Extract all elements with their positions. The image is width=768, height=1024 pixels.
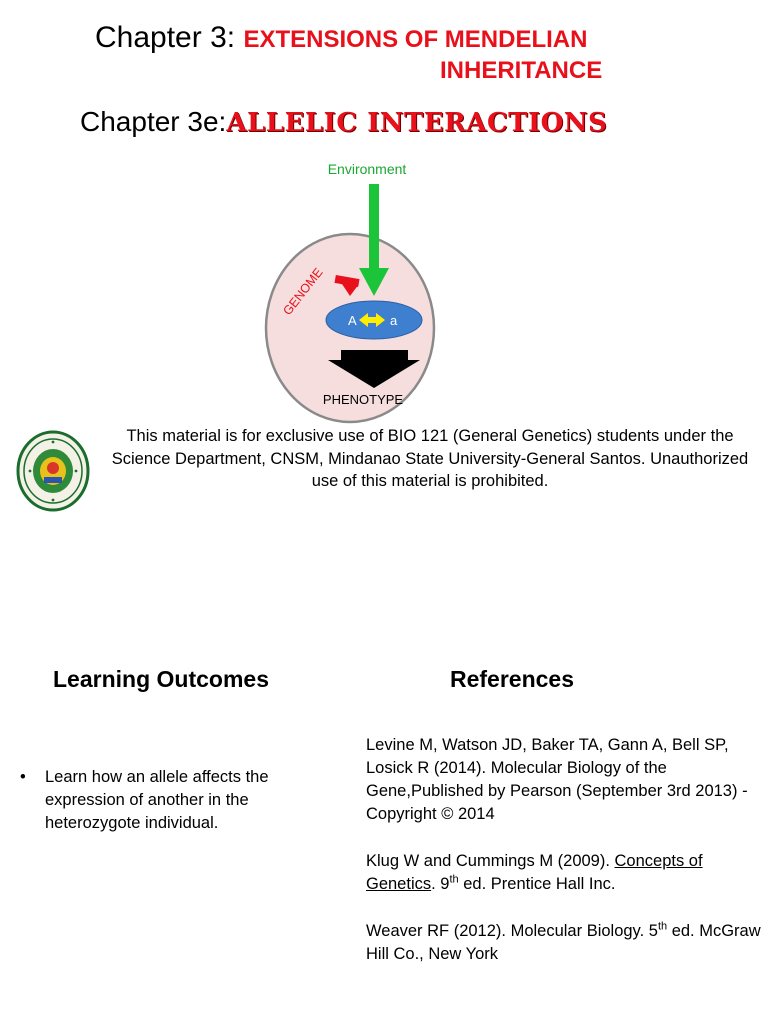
chapter-title: Chapter 3: EXTENSIONS OF MENDELIAN	[95, 18, 587, 60]
phenotype-label: PHENOTYPE	[323, 392, 404, 407]
environment-label: Environment	[328, 161, 407, 177]
list-item: Learn how an allele affects the expressi…	[20, 766, 280, 835]
reference-klug-publisher: ed. Prentice Hall Inc.	[458, 875, 616, 893]
reference-levine: Levine M, Watson JD, Baker TA, Gann A, B…	[366, 734, 761, 826]
chapter-subtitle-line2: INHERITANCE	[440, 57, 603, 84]
phenotype-arrow	[328, 350, 420, 388]
reference-klug-title: Concepts of Genetics	[366, 852, 703, 893]
reference-klug-authors: Klug W and Cummings M (2009).	[366, 852, 615, 870]
reference-klug: Klug W and Cummings M (2009). Concepts o…	[366, 850, 761, 896]
references-list: Levine M, Watson JD, Baker TA, Gann A, B…	[366, 734, 761, 990]
allelic-interaction-diagram: Environment GENOME A a PHENOTYPE	[264, 161, 436, 424]
reference-weaver-authors: Weaver RF (2012). Molecular Biology. 5	[366, 922, 658, 940]
reference-klug-edition: . 9	[431, 875, 450, 893]
double-arrow-icon	[359, 313, 385, 327]
allele-a-label: a	[390, 313, 398, 328]
chapter-label: Chapter 3:	[95, 21, 236, 54]
university-seal-icon	[16, 430, 90, 512]
reference-weaver-publisher: ed. McGraw Hill Co., New York	[366, 922, 761, 963]
section-subtitle: ALLELIC INTERACTIONS	[226, 108, 608, 138]
learning-outcomes-list: Learn how an allele affects the expressi…	[20, 766, 280, 835]
allele-A-label: A	[348, 313, 357, 328]
references-heading: References	[450, 666, 575, 692]
usage-disclaimer: This material is for exclusive use of BI…	[111, 427, 749, 490]
reference-levine-authors: Levine M, Watson JD, Baker TA, Gann A, B…	[366, 736, 729, 800]
chapter-subtitle-line1: EXTENSIONS OF MENDELIAN	[243, 26, 588, 53]
genome-arrow	[334, 274, 360, 296]
section-label: Chapter 3e:	[80, 106, 227, 137]
reference-levine-publisher: Published by Pearson (September 3rd 2013…	[366, 782, 748, 823]
learning-outcomes-heading: Learning Outcomes	[53, 666, 269, 692]
section-title: Chapter 3e:ALLELIC INTERACTIONS	[80, 103, 607, 142]
reference-klug-edition-sup: th	[449, 873, 459, 886]
environment-arrow	[359, 184, 389, 296]
reference-weaver-edition-sup: th	[657, 920, 668, 933]
reference-weaver: Weaver RF (2012). Molecular Biology. 5th…	[366, 920, 761, 966]
